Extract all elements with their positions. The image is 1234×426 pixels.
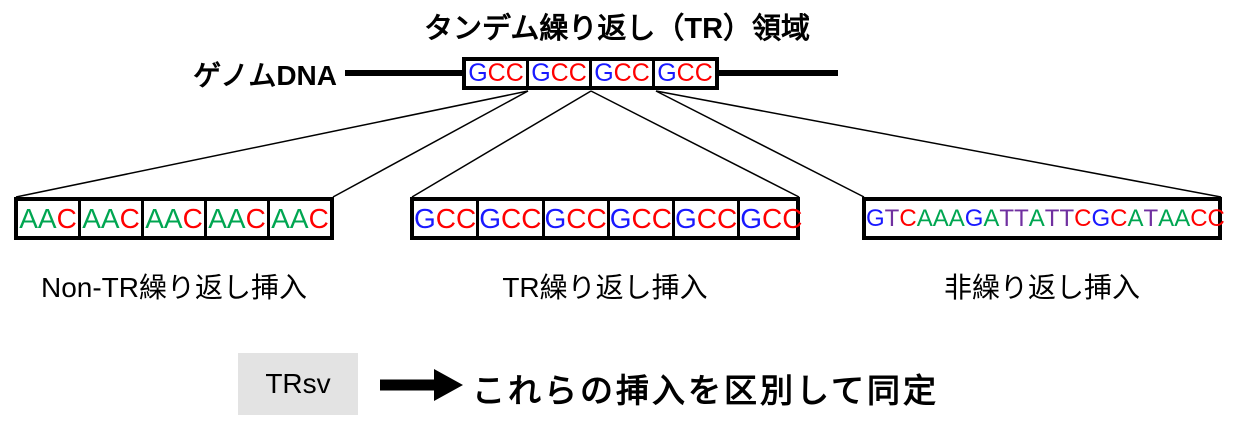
base-A: A <box>932 204 949 232</box>
base-C: C <box>456 202 477 234</box>
base-C: C <box>568 59 587 87</box>
base-C: C <box>586 202 607 234</box>
base-G: G <box>479 202 502 234</box>
base-C: C <box>899 204 917 232</box>
base-G: G <box>740 202 763 234</box>
base-C: C <box>245 202 266 234</box>
base-G: G <box>964 204 984 232</box>
base-C: C <box>308 202 329 234</box>
base-C: C <box>1074 204 1092 232</box>
base-A: A <box>1174 204 1191 232</box>
base-A: A <box>983 204 1000 232</box>
base-C: C <box>1190 204 1208 232</box>
base-G: G <box>657 59 677 87</box>
fanout-lines <box>15 90 1222 198</box>
base-A: A <box>916 204 933 232</box>
base-G: G <box>544 202 567 234</box>
base-T: T <box>1143 204 1159 232</box>
non-repeat-insertion-label: 非繰り返し挿入 <box>943 272 1140 303</box>
base-A: A <box>271 202 290 234</box>
base-G: G <box>866 204 885 232</box>
base-A: A <box>1158 204 1175 232</box>
conclusion-text: これらの挿入を区別して同定 <box>472 372 940 409</box>
base-G: G <box>414 202 436 234</box>
base-G: G <box>1091 204 1111 232</box>
base-C: C <box>435 202 457 234</box>
base-C: C <box>782 202 803 234</box>
genome-dna-label: ゲノムDNA <box>193 60 337 91</box>
base-C: C <box>1110 204 1128 232</box>
trsv-tool-box: TRsv <box>238 353 358 415</box>
base-T: T <box>1014 204 1029 232</box>
base-C: C <box>566 202 587 234</box>
diagram-title: タンデム繰り返し（TR）領域 <box>423 13 811 45</box>
base-A: A <box>948 204 965 232</box>
base-C: C <box>182 202 203 234</box>
base-A: A <box>19 202 38 234</box>
base-T: T <box>999 204 1015 232</box>
base-G: G <box>609 202 632 234</box>
arrow-icon <box>380 369 463 401</box>
base-C: C <box>1207 204 1225 232</box>
base-A: A <box>100 202 120 234</box>
base-C: C <box>694 59 713 87</box>
base-G: G <box>468 59 488 87</box>
base-T: T <box>884 204 900 232</box>
base-C: C <box>762 202 783 234</box>
base-C: C <box>501 202 522 234</box>
base-C: C <box>613 59 632 87</box>
base-T: T <box>1059 204 1075 232</box>
base-G: G <box>675 202 697 234</box>
base-C: C <box>505 59 524 87</box>
base-G: G <box>531 59 551 87</box>
non-tr-repeat-insertion-label: Non-TR繰り返し挿入 <box>40 272 307 303</box>
base-C: C <box>717 202 738 234</box>
base-T: T <box>1044 204 1060 232</box>
base-C: C <box>631 59 650 87</box>
base-A: A <box>1127 204 1144 232</box>
base-A: A <box>37 202 57 234</box>
base-G: G <box>594 59 614 87</box>
base-C: C <box>676 59 695 87</box>
base-A: A <box>289 202 309 234</box>
base-A: A <box>1028 204 1045 232</box>
tr-repeat-insertion-label: TR繰り返し挿入 <box>502 272 708 303</box>
base-C: C <box>119 202 140 234</box>
base-C: C <box>651 202 672 234</box>
base-C: C <box>56 202 77 234</box>
base-C: C <box>487 59 506 87</box>
base-C: C <box>696 202 718 234</box>
base-A: A <box>226 202 246 234</box>
base-C: C <box>521 202 542 234</box>
base-A: A <box>163 202 183 234</box>
base-C: C <box>631 202 652 234</box>
base-C: C <box>550 59 569 87</box>
base-A: A <box>208 202 227 234</box>
base-A: A <box>145 202 164 234</box>
base-A: A <box>82 202 101 234</box>
